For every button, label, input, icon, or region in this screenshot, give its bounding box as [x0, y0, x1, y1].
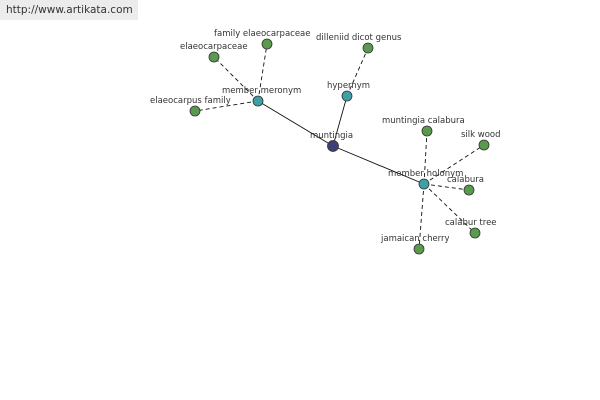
edge-center-member-holonym — [332, 145, 425, 185]
edge-hypernym-dilleniid — [346, 47, 369, 97]
label-hypernym: hypernym — [327, 81, 370, 91]
label-calabur-tree: calabur tree — [445, 218, 497, 228]
node-jamaican-cherry[interactable] — [413, 243, 425, 255]
node-center[interactable] — [327, 140, 339, 152]
node-hypernym[interactable] — [341, 90, 353, 102]
node-calabura[interactable] — [463, 184, 475, 196]
label-elaeocarpaceae: elaeocarpaceae — [180, 42, 248, 52]
node-member-holonym[interactable] — [418, 178, 430, 190]
label-member-meronym: member meronym — [222, 86, 301, 96]
node-elaeocarpaceae[interactable] — [208, 51, 220, 63]
label-elaeocarpus-family: elaeocarpus family — [150, 96, 231, 106]
edge-holonym-calabura — [423, 183, 470, 191]
label-silk-wood: silk wood — [461, 130, 501, 140]
node-calabur-tree[interactable] — [469, 227, 481, 239]
edge-holonym-calabur-tree — [423, 183, 476, 234]
node-elaeocarpus-family[interactable] — [189, 105, 201, 117]
site-url[interactable]: http://www.artikata.com — [0, 0, 138, 20]
edge-meronym-elaeocarpus-family — [194, 100, 259, 112]
label-calabura: calabura — [447, 175, 484, 185]
edge-holonym-muntingia-calabura — [423, 130, 428, 185]
label-center: muntingia — [310, 131, 353, 141]
label-jamaican-cherry: jamaican cherry — [380, 234, 450, 244]
edge-holonym-jamaican-cherry — [418, 183, 425, 250]
node-muntingia-calabura[interactable] — [421, 125, 433, 137]
node-family-elaeocarpaceae[interactable] — [261, 38, 273, 50]
edge-center-member-meronym — [257, 100, 334, 147]
label-member-holonym: member holonym — [388, 169, 463, 179]
edge-holonym-silk-wood — [423, 144, 485, 185]
node-silk-wood[interactable] — [478, 139, 490, 151]
edge-meronym-family-elaeocarpaceae — [257, 43, 268, 102]
label-dilleniid-dicot-genus: dilleniid dicot genus — [316, 33, 402, 43]
label-family-elaeocarpaceae: family elaeocarpaceae — [214, 29, 311, 39]
node-dilleniid-dicot-genus[interactable] — [362, 42, 374, 54]
edge-meronym-elaeocarpaceae — [213, 56, 259, 102]
node-member-meronym[interactable] — [252, 95, 264, 107]
edge-center-hypernym — [332, 95, 348, 147]
label-muntingia-calabura: muntingia calabura — [382, 116, 465, 126]
